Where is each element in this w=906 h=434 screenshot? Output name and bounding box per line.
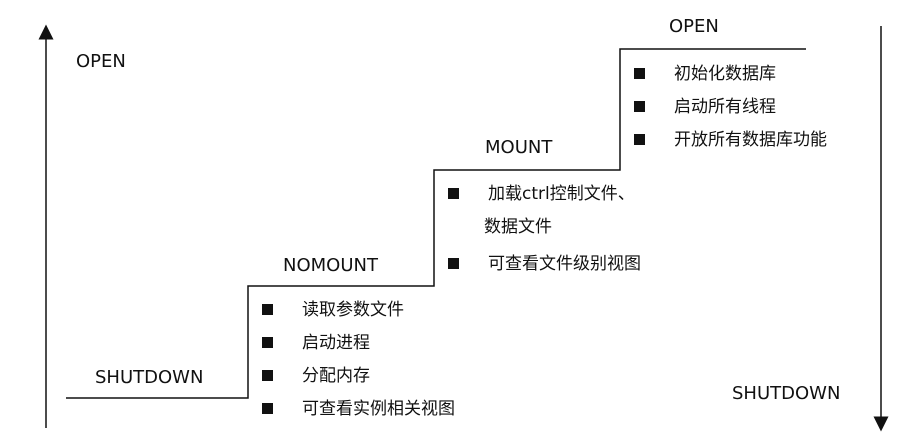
- list-item: 启动所有线程: [634, 96, 827, 118]
- stage-nomount-title: NOMOUNT: [283, 255, 378, 276]
- square-bullet-icon: [448, 188, 459, 199]
- list-item: 可查看实例相关视图: [262, 398, 455, 420]
- square-bullet-icon: [262, 370, 273, 381]
- list-item: 启动进程: [262, 332, 455, 354]
- list-item: 加载ctrl控制文件、数据文件: [448, 183, 641, 238]
- list-item: 分配内存: [262, 365, 455, 387]
- square-bullet-icon: [262, 337, 273, 348]
- staircase-line: [66, 48, 806, 399]
- list-item: 开放所有数据库功能: [634, 129, 827, 151]
- left-axis-open-label: OPEN: [76, 51, 126, 72]
- square-bullet-icon: [448, 258, 459, 269]
- stage-open-list: 初始化数据库 启动所有线程 开放所有数据库功能: [634, 63, 827, 151]
- stage-mount-list: 加载ctrl控制文件、数据文件 可查看文件级别视图: [448, 183, 641, 275]
- right-axis-shutdown-label: SHUTDOWN: [732, 383, 841, 404]
- square-bullet-icon: [262, 403, 273, 414]
- square-bullet-icon: [634, 134, 645, 145]
- list-item: 读取参数文件: [262, 299, 455, 321]
- square-bullet-icon: [262, 304, 273, 315]
- list-item: 初始化数据库: [634, 63, 827, 85]
- left-axis-shutdown-label: SHUTDOWN: [95, 367, 204, 388]
- stage-open-title: OPEN: [669, 16, 719, 37]
- stage-nomount-list: 读取参数文件 启动进程 分配内存 可查看实例相关视图: [262, 299, 455, 420]
- stage-mount-title: MOUNT: [485, 137, 553, 158]
- list-item: 可查看文件级别视图: [448, 253, 641, 275]
- square-bullet-icon: [634, 101, 645, 112]
- square-bullet-icon: [634, 68, 645, 79]
